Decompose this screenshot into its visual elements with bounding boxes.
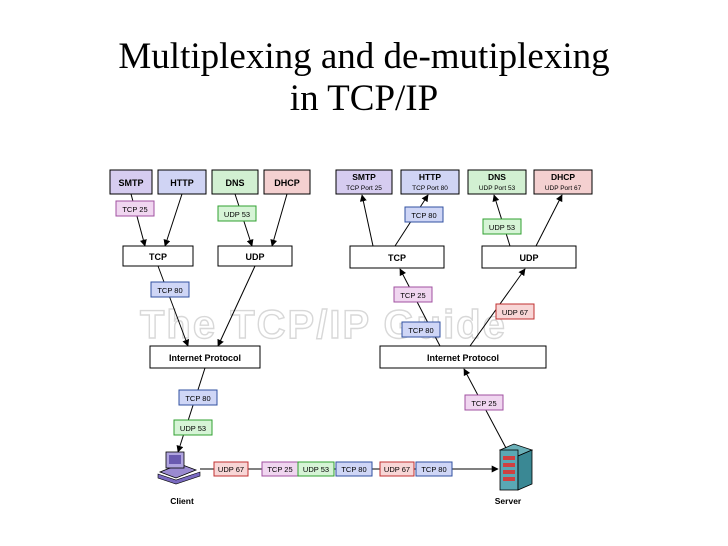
svg-text:DNS: DNS bbox=[225, 178, 244, 188]
svg-text:Internet Protocol: Internet Protocol bbox=[169, 353, 241, 363]
svg-text:SMTP: SMTP bbox=[352, 172, 376, 182]
server-udp-box: UDP bbox=[481, 245, 577, 269]
wire-packet-udp67-1: UDP 67 bbox=[213, 461, 249, 477]
client-app-http: HTTP bbox=[157, 169, 207, 195]
client-arrow-dhcp-udp bbox=[270, 193, 288, 247]
watermark-text: The TCP/IP Guide bbox=[140, 303, 507, 347]
server-tcp-box: TCP bbox=[349, 245, 445, 269]
wire-packet-tcp80-2: TCP 80 bbox=[415, 461, 453, 477]
server-label: Server bbox=[495, 496, 522, 506]
svg-text:UDP: UDP bbox=[245, 252, 264, 262]
client-arrow-tcp-ip bbox=[157, 265, 190, 347]
server-app-dhcp: DHCP UDP Port 67 bbox=[533, 169, 593, 195]
svg-text:HTTP: HTTP bbox=[419, 172, 442, 182]
svg-text:UDP 67: UDP 67 bbox=[384, 465, 410, 474]
client-below-ip-udp53: UDP 53 bbox=[173, 419, 213, 436]
svg-text:UDP 67: UDP 67 bbox=[218, 465, 244, 474]
client-tcp-box: TCP bbox=[122, 245, 194, 267]
wire-packet-tcp80-1: TCP 80 bbox=[335, 461, 373, 477]
svg-text:UDP 53: UDP 53 bbox=[489, 223, 515, 232]
svg-text:TCP: TCP bbox=[388, 253, 406, 263]
svg-text:TCP: TCP bbox=[149, 252, 167, 262]
svg-text:SMTP: SMTP bbox=[118, 178, 143, 188]
svg-text:UDP 53: UDP 53 bbox=[224, 210, 250, 219]
svg-text:TCP 25: TCP 25 bbox=[471, 399, 496, 408]
client-label: Client bbox=[170, 496, 194, 506]
svg-text:TCP 80: TCP 80 bbox=[157, 286, 182, 295]
client-app-dns: DNS bbox=[211, 169, 259, 195]
client-app-dhcp: DHCP bbox=[263, 169, 311, 195]
svg-text:UDP 53: UDP 53 bbox=[180, 424, 206, 433]
client-udp-box: UDP bbox=[217, 245, 293, 267]
svg-text:TCP Port 25: TCP Port 25 bbox=[346, 185, 382, 192]
server-ip-box: Internet Protocol bbox=[379, 345, 547, 369]
client-arrow-udp-ip bbox=[217, 265, 256, 347]
server-tag-udp53: UDP 53 bbox=[482, 218, 522, 235]
svg-text:UDP: UDP bbox=[519, 253, 538, 263]
svg-text:UDP 53: UDP 53 bbox=[303, 465, 329, 474]
svg-text:UDP Port 53: UDP Port 53 bbox=[479, 185, 516, 192]
client-ip-box: Internet Protocol bbox=[149, 345, 261, 369]
title-line-2: in TCP/IP bbox=[289, 78, 439, 119]
server-tag-tcp80: TCP 80 bbox=[404, 206, 444, 223]
svg-text:UDP Port 67: UDP Port 67 bbox=[545, 185, 582, 192]
server-arrow-tcp-smtp bbox=[359, 194, 374, 247]
server-below-ip-tcp25: TCP 25 bbox=[464, 394, 504, 411]
client-app-smtp: SMTP bbox=[109, 169, 153, 195]
server-tag-udp67: UDP 67 bbox=[495, 303, 535, 320]
svg-text:TCP Port 80: TCP Port 80 bbox=[412, 185, 448, 192]
server-icon bbox=[498, 443, 534, 491]
svg-text:HTTP: HTTP bbox=[170, 178, 194, 188]
svg-text:TCP 80: TCP 80 bbox=[341, 465, 366, 474]
svg-text:DHCP: DHCP bbox=[274, 178, 300, 188]
server-tag-tcp25: TCP 25 bbox=[393, 286, 433, 303]
slide-title: Multiplexing and de-mutiplexing in TCP/I… bbox=[0, 36, 728, 120]
server-tag-tcp80-lower: TCP 80 bbox=[401, 321, 441, 338]
svg-text:TCP 25: TCP 25 bbox=[267, 465, 292, 474]
svg-text:TCP 25: TCP 25 bbox=[122, 205, 147, 214]
svg-text:TCP 25: TCP 25 bbox=[400, 291, 425, 300]
client-below-ip-tcp80: TCP 80 bbox=[178, 389, 218, 406]
svg-text:Internet Protocol: Internet Protocol bbox=[427, 353, 499, 363]
client-computer-icon bbox=[157, 451, 201, 485]
client-tag-udp53: UDP 53 bbox=[217, 205, 257, 222]
wire-packet-udp53: UDP 53 bbox=[297, 461, 335, 477]
svg-text:TCP 80: TCP 80 bbox=[411, 211, 436, 220]
svg-text:DHCP: DHCP bbox=[551, 172, 575, 182]
title-line-1: Multiplexing and de-mutiplexing bbox=[118, 36, 610, 77]
client-arrow-http-tcp bbox=[163, 193, 183, 247]
server-app-smtp: SMTP TCP Port 25 bbox=[335, 169, 393, 195]
client-tag-tcp25: TCP 25 bbox=[115, 200, 155, 217]
svg-text:TCP 80: TCP 80 bbox=[408, 326, 433, 335]
svg-text:UDP 67: UDP 67 bbox=[502, 308, 528, 317]
svg-text:TCP 80: TCP 80 bbox=[421, 465, 446, 474]
svg-text:DNS: DNS bbox=[488, 172, 506, 182]
server-app-dns: DNS UDP Port 53 bbox=[467, 169, 527, 195]
client-arrow-ip-host bbox=[176, 367, 206, 453]
server-app-http: HTTP TCP Port 80 bbox=[400, 169, 460, 195]
wire-packet-udp67-2: UDP 67 bbox=[379, 461, 415, 477]
client-tag-tcp80: TCP 80 bbox=[150, 281, 190, 298]
svg-text:TCP 80: TCP 80 bbox=[185, 394, 210, 403]
server-arrow-udp-dhcp bbox=[535, 194, 563, 247]
wire-packet-tcp25: TCP 25 bbox=[261, 461, 299, 477]
